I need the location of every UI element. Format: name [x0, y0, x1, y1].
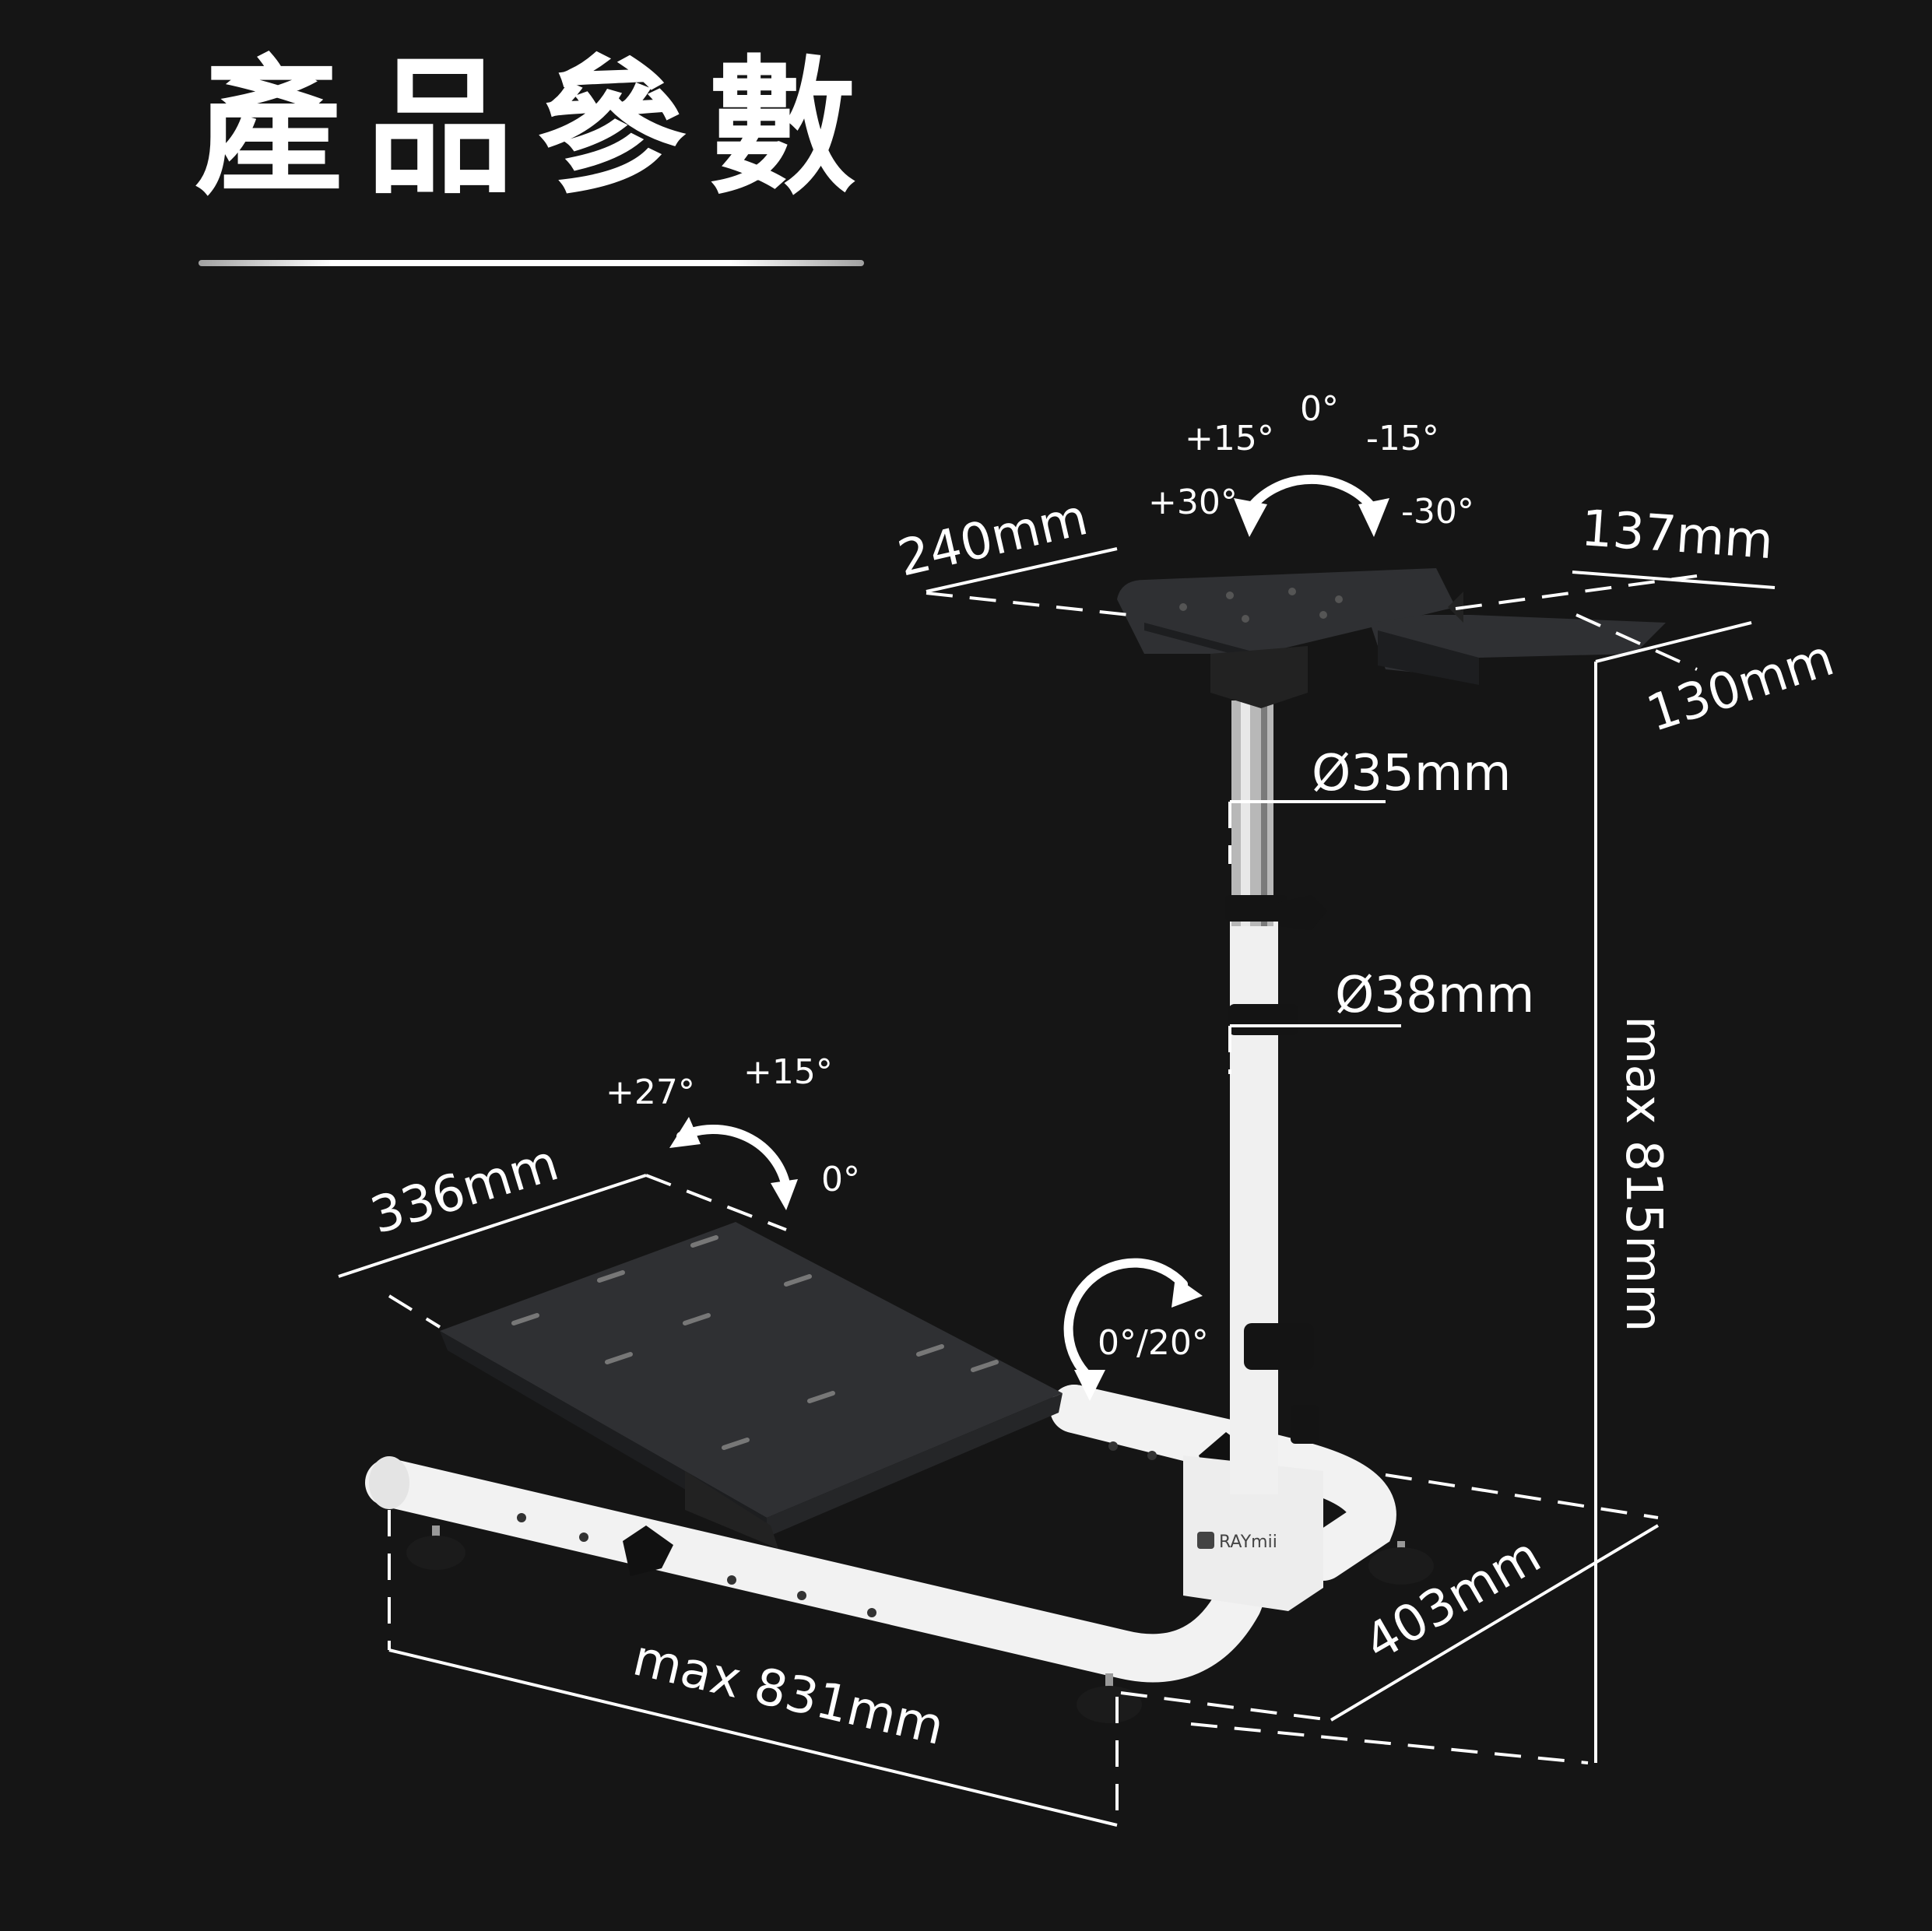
upper-tube-diameter-label: Ø35mm [1312, 745, 1512, 802]
wheel-angle-plus30: +30° [1148, 483, 1238, 522]
lower-tube-diameter-label: Ø38mm [1335, 967, 1535, 1024]
max-length-label: max 831mm [627, 1629, 949, 1757]
rotation-arrows [669, 474, 1389, 1401]
wheel-rotate-arrow [1245, 474, 1379, 514]
dimension-lines [338, 547, 1776, 1827]
column-clamps [1225, 895, 1327, 1444]
wheel-angle-minus30: -30° [1401, 492, 1474, 532]
brand-logo: RAYmii [1197, 1532, 1277, 1552]
title-underline [198, 260, 864, 266]
pedal-tilt-arrow [676, 1125, 791, 1192]
frame-holes [517, 1441, 1157, 1617]
pedal-plate-width-label: 336mm [364, 1134, 565, 1245]
pedal-plate-bracket [685, 1471, 778, 1549]
pedal-angle-zero: 0° [821, 1160, 860, 1199]
max-height-label: max 815mm [1614, 1016, 1672, 1332]
column-bracket [1183, 1455, 1323, 1611]
dimension-labels: 240mm 137mm 130mm Ø35mm Ø38mm max 815mm … [364, 489, 1841, 1757]
base-tube-end [369, 1456, 409, 1509]
wheel-plate-holes [1179, 588, 1343, 623]
wheel-mount-plate [1117, 568, 1456, 654]
wheel-angle-zero: 0° [1300, 389, 1339, 429]
shifter-plate-depth-label: 130mm [1640, 630, 1841, 744]
wheel-plate-bracket [1210, 646, 1308, 708]
adjustable-feet [406, 1525, 1434, 1723]
wheel-stand-illustration: RAYmii [365, 568, 1666, 1723]
base-depth-label: 403mm [1355, 1526, 1551, 1673]
pedal-angle-plus27: +27° [606, 1073, 695, 1112]
wheel-angle-minus15: -15° [1366, 419, 1439, 458]
wheel-plate-width-label: 240mm [893, 489, 1093, 588]
pedal-angle-plus15: +15° [743, 1052, 833, 1092]
wheel-angle-plus15: +15° [1185, 419, 1274, 458]
pedal-plate-slots [511, 1235, 999, 1450]
base-angle-label: 0°/20° [1098, 1323, 1209, 1363]
base-tilt-arrow [1063, 1258, 1188, 1378]
base-rear-bar [1050, 1385, 1396, 1581]
angle-labels: 0° +15° -15° +30° -30° +27° +15° 0° 0°/2… [606, 389, 1474, 1363]
svg-text:RAYmii: RAYmii [1219, 1533, 1277, 1552]
pedal-plate [440, 1222, 1063, 1518]
shifter-plate-width-label: 137mm [1579, 500, 1775, 571]
page-title: 產品參數 [195, 42, 880, 214]
